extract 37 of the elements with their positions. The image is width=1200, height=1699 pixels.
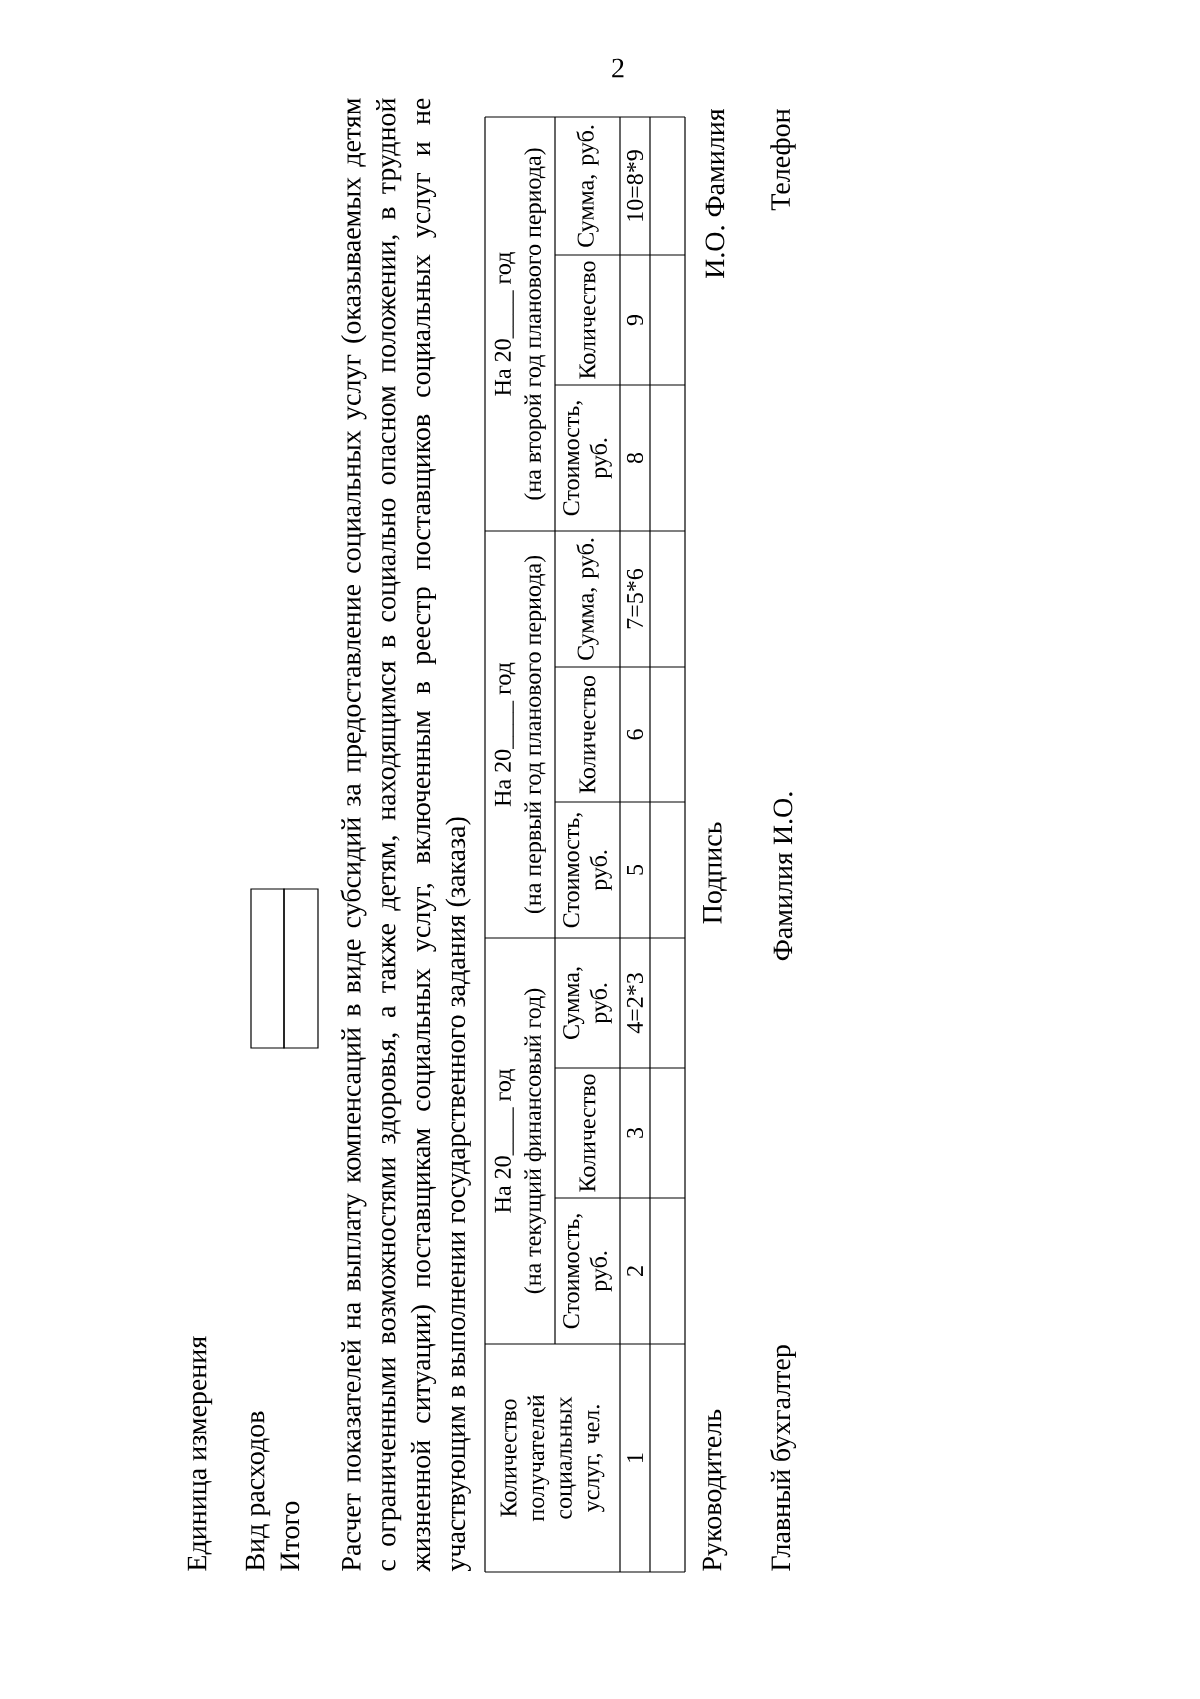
table-cell: Количество [579, 261, 596, 379]
signature-label: Подпись [703, 822, 727, 924]
signature-label: Фамилия И.О. [773, 792, 793, 961]
table-cell: (на второй год планового периода) [524, 148, 546, 500]
field-label: Итого [280, 1501, 300, 1571]
signature-label: Руководитель [702, 1409, 728, 1571]
table-cell: 2 [627, 1266, 643, 1276]
table-cell: Количество получателей социальных услуг, чел. [500, 1394, 605, 1522]
table-cell: Количество [579, 1074, 596, 1192]
signature-label: И.О. Фамилия [705, 108, 725, 279]
signature-label: Телефон [770, 109, 796, 211]
table-cell: 7=5*6 [626, 568, 644, 629]
table-cell: 3 [626, 1127, 644, 1138]
table-cell: (на текущий финансовый год) [524, 988, 546, 1294]
table-cell: Стоимость, руб. [563, 813, 612, 928]
signature-label: Главный бухгалтер [769, 1345, 797, 1571]
table-cell: Сумма, руб. [563, 967, 612, 1039]
table-cell: Количество [579, 675, 596, 794]
table-cell: На 20____ год [494, 1069, 516, 1213]
table-cell: Сумма, руб. [576, 125, 599, 247]
table-cell: Стоимость, руб. [563, 1214, 612, 1329]
table-cell: 6 [626, 729, 644, 740]
field-label: Вид расходов [245, 1411, 271, 1571]
table-cell: 10=8*9 [626, 150, 644, 221]
table-cell: Сумма, руб. [576, 538, 599, 660]
table-cell: 5 [627, 864, 643, 875]
table-heading: Расчет показателей на выплату компенсаций в виде субсидий за предоставление социальных услуг (оказываемых детям с ограниченными возможностями здоровья, а также детям, находящимся в социально опасном положении, в трудной жизненной ситуации) поставщикам социальных услуг, включенным в реестр поставщиков социальных услуг и не участвующим в выполнении государственного задания (заказа) [340, 98, 471, 1572]
page-number: 2 [612, 58, 624, 78]
table-cell: На 20____ год [494, 662, 516, 807]
table-cell: Стоимость, руб. [563, 401, 612, 516]
table-cell: 1 [627, 1453, 643, 1462]
table-cell: 8 [626, 452, 644, 464]
field-label: Единица измерения [187, 1336, 213, 1571]
table-cell: (на первый год планового периода) [524, 555, 546, 914]
table-cell: 4=2*3 [626, 973, 644, 1034]
table-cell: 9 [626, 315, 644, 326]
table-cell: На 20____ год [494, 252, 516, 396]
